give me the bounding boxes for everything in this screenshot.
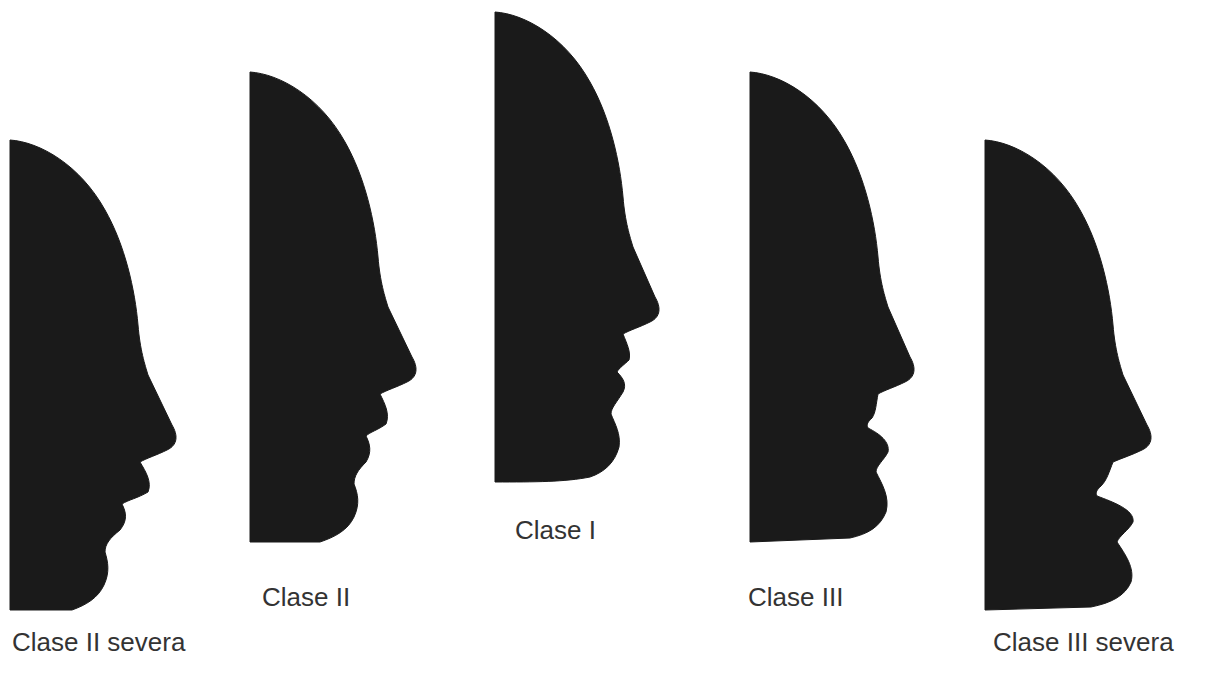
class-label: Clase II: [262, 583, 350, 612]
face-silhouette: [495, 12, 659, 482]
face-silhouette: [250, 72, 416, 542]
class-label: Clase III: [748, 583, 843, 612]
class-label: Clase II severa: [12, 628, 185, 657]
class-label: Clase I: [515, 516, 596, 545]
face-silhouette: [750, 72, 914, 542]
class-label: Clase III severa: [993, 628, 1174, 657]
face-silhouette: [985, 140, 1151, 610]
face-silhouette: [10, 140, 176, 610]
